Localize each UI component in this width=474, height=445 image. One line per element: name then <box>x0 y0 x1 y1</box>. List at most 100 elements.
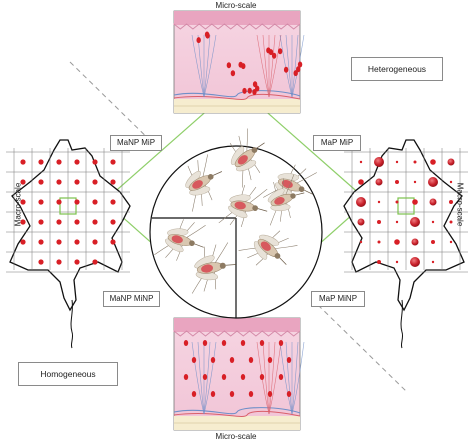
parasite-dot <box>92 259 98 265</box>
parasite-dot <box>20 199 26 205</box>
parasite-dot <box>395 200 399 204</box>
parasite-dot <box>268 49 274 56</box>
manp-minp-label: MaNP MiNP <box>103 291 160 307</box>
animal-hide-left <box>6 139 131 349</box>
homogeneous-label: Homogeneous <box>18 362 118 386</box>
parasite-dot <box>92 199 98 205</box>
parasite-dot <box>56 239 62 245</box>
mosquito-icon <box>154 219 206 261</box>
mosquito-icon <box>267 174 305 226</box>
parasite-dot <box>230 70 236 77</box>
parasite-dot <box>377 240 381 244</box>
parasite-dot <box>110 179 116 185</box>
parasite-dot <box>449 240 453 244</box>
manp-mip-label: MaNP MiP <box>110 135 162 151</box>
parasite-dot <box>247 87 252 94</box>
parasite-dot <box>221 374 227 380</box>
parasite-dot <box>229 391 235 397</box>
parasite-dot <box>286 357 292 363</box>
parasite-dot <box>430 159 436 165</box>
parasite-dot <box>297 61 303 68</box>
mosquito-icon <box>238 230 298 266</box>
map-mip-label: MaP MiP <box>313 135 361 151</box>
parasite-dot <box>410 257 420 267</box>
parasite-dot <box>92 219 98 225</box>
parasite-dot <box>196 37 201 44</box>
parasite-dot <box>377 200 381 204</box>
parasite-dot <box>449 200 453 204</box>
parasite-dot <box>377 220 381 224</box>
skin-panel-bottom <box>173 317 305 431</box>
parasite-dot <box>20 219 26 225</box>
parasite-dot <box>38 179 44 185</box>
parasite-dot <box>56 199 62 205</box>
parasite-dot <box>56 259 62 265</box>
heterogeneous-label: Heterogeneous <box>351 57 443 81</box>
parasite-dot <box>242 87 247 94</box>
parasite-dot <box>110 159 116 165</box>
parasite-dot <box>226 62 232 69</box>
parasite-dot <box>271 52 277 59</box>
parasite-dot <box>92 239 98 245</box>
parasite-dot <box>20 159 26 165</box>
parasite-dot <box>248 357 254 363</box>
dashed-divider-upper <box>69 61 161 151</box>
parasite-dot <box>191 391 197 397</box>
parasite-dot <box>283 66 289 73</box>
parasite-dot <box>267 391 273 397</box>
parasite-dot <box>56 179 62 185</box>
macro-scale-right-label: Macro-scale <box>455 182 465 227</box>
parasite-dot <box>428 177 438 187</box>
parasite-dot <box>229 357 235 363</box>
parasite-dot <box>183 374 189 380</box>
parasite-dot <box>278 374 284 380</box>
parasite-dot <box>412 199 418 205</box>
parasite-dot <box>92 179 98 185</box>
parasite-dot <box>259 374 265 380</box>
parasite-dot <box>74 179 80 185</box>
parasite-dot <box>74 199 80 205</box>
parasite-dot <box>238 61 243 68</box>
parasite-dot <box>278 340 284 346</box>
parasite-dot <box>202 340 208 346</box>
mosquito-group <box>154 128 317 294</box>
parasite-dot <box>74 239 80 245</box>
parasite-dot <box>20 239 26 245</box>
parasite-dot <box>240 374 246 380</box>
parasite-dot <box>202 374 208 380</box>
parasite-dot <box>210 391 216 397</box>
parasite-dot <box>447 158 455 166</box>
parasite-dot <box>286 391 292 397</box>
parasite-dot <box>248 391 254 397</box>
parasite-dot <box>191 357 197 363</box>
parasite-dot <box>357 218 365 226</box>
parasite-dot <box>20 179 26 185</box>
parasite-dot <box>431 220 435 224</box>
parasite-dot <box>183 340 189 346</box>
micro-scale-top-label: Micro-scale <box>215 1 257 10</box>
parasite-dot <box>221 340 227 346</box>
parasite-dot <box>359 240 363 244</box>
parasite-dot <box>240 340 246 346</box>
parasite-dot <box>254 85 260 92</box>
parasite-dot <box>356 197 366 207</box>
parasite-dot <box>431 260 435 264</box>
parasite-dot <box>74 219 80 225</box>
parasite-dot <box>395 220 399 224</box>
parasite-dot <box>413 180 417 184</box>
parasite-dot <box>252 81 258 88</box>
parasite-dot <box>375 178 383 186</box>
parasite-dot <box>410 217 420 227</box>
micro-scale-bottom-label: Micro-scale <box>215 432 257 441</box>
mosquito-icon <box>229 128 265 188</box>
parasite-dot <box>431 240 435 244</box>
parasite-dot <box>210 357 216 363</box>
map-minp-label: MaP MiNP <box>311 291 365 307</box>
parasite-dot <box>110 199 116 205</box>
parasite-dot <box>92 159 98 165</box>
parasite-dot <box>74 259 80 265</box>
parasite-dot <box>374 157 384 167</box>
parasite-dot <box>204 31 210 38</box>
